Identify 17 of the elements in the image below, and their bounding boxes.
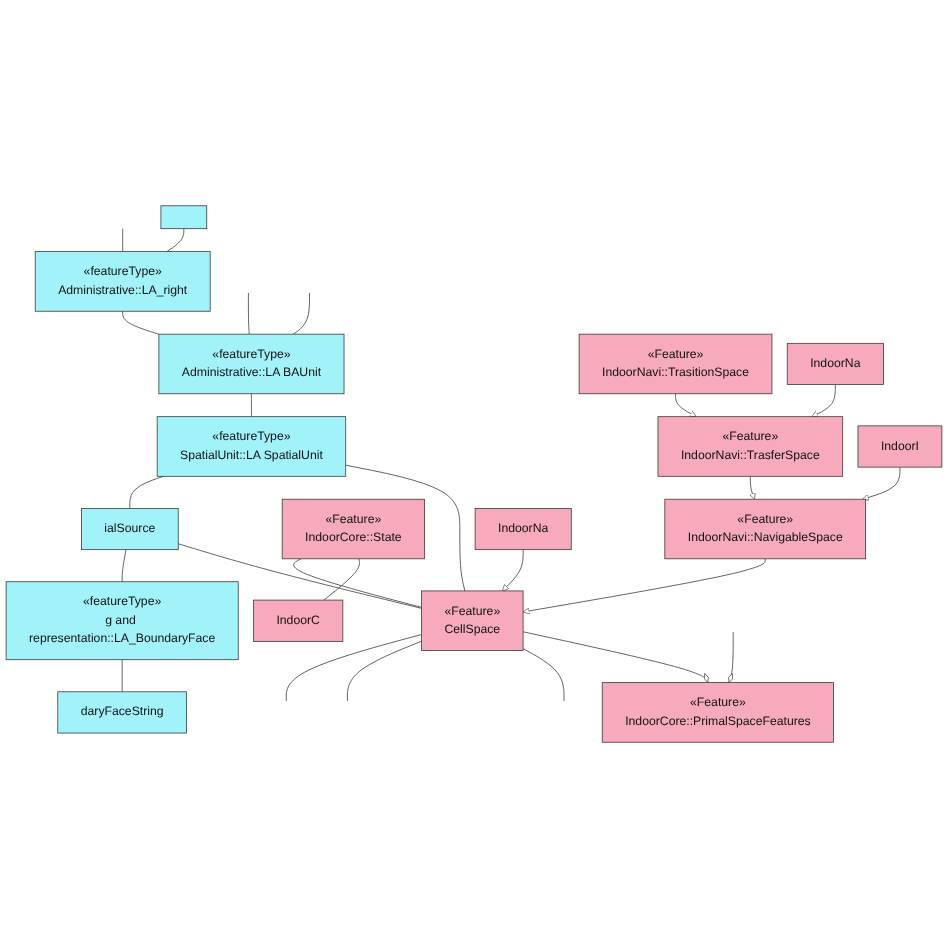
connector-line — [121, 659, 123, 693]
connector-line — [177, 543, 422, 609]
connector-line — [248, 292, 250, 335]
class-box — [160, 205, 208, 230]
connector-line — [323, 558, 360, 601]
connector-line — [293, 292, 310, 335]
connector-line — [166, 228, 185, 252]
connector-line — [347, 640, 422, 702]
connector-line — [129, 475, 164, 509]
connector-line — [121, 549, 127, 583]
connector-line — [522, 648, 565, 702]
connector-line — [293, 558, 422, 608]
connector-line — [251, 393, 252, 418]
connector-line — [122, 310, 160, 335]
connector-line — [345, 464, 466, 592]
connector-line — [285, 634, 422, 702]
connector-line — [122, 228, 124, 252]
